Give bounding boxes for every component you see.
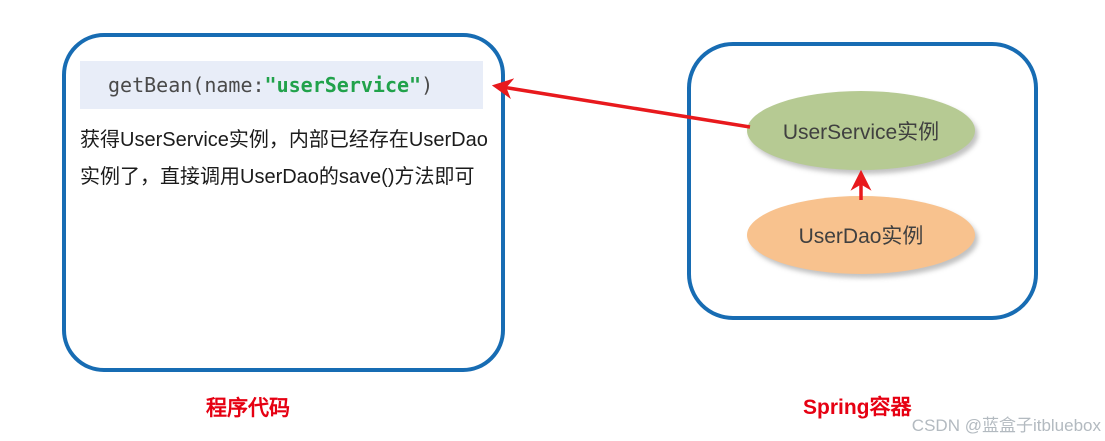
spring-container-box bbox=[687, 42, 1038, 320]
code-prefix: getBean(name: bbox=[108, 73, 265, 97]
description-line-1: 获得UserService实例，内部已经存在UserDao bbox=[80, 129, 488, 151]
program-code-caption: 程序代码 bbox=[206, 397, 290, 420]
description-line-2: 实例了，直接调用UserDao的save()方法即可 bbox=[80, 166, 475, 188]
spring-container-caption: Spring容器 bbox=[803, 396, 912, 419]
userservice-bean-ellipse: UserService实例 bbox=[747, 91, 975, 170]
csdn-watermark: CSDN @蓝盒子itbluebox bbox=[911, 416, 1101, 435]
getbean-code-snippet: getBean(name:"userService") bbox=[80, 61, 483, 109]
userservice-bean-label: UserService实例 bbox=[782, 120, 940, 144]
code-suffix: ) bbox=[421, 73, 434, 97]
userdao-bean-label: UserDao实例 bbox=[798, 225, 924, 248]
code-string-literal: "userService" bbox=[264, 73, 422, 97]
userdao-bean-ellipse: UserDao实例 bbox=[747, 196, 975, 274]
description-text: 获得UserService实例，内部已经存在UserDao 实例了，直接调用Us… bbox=[80, 122, 498, 196]
